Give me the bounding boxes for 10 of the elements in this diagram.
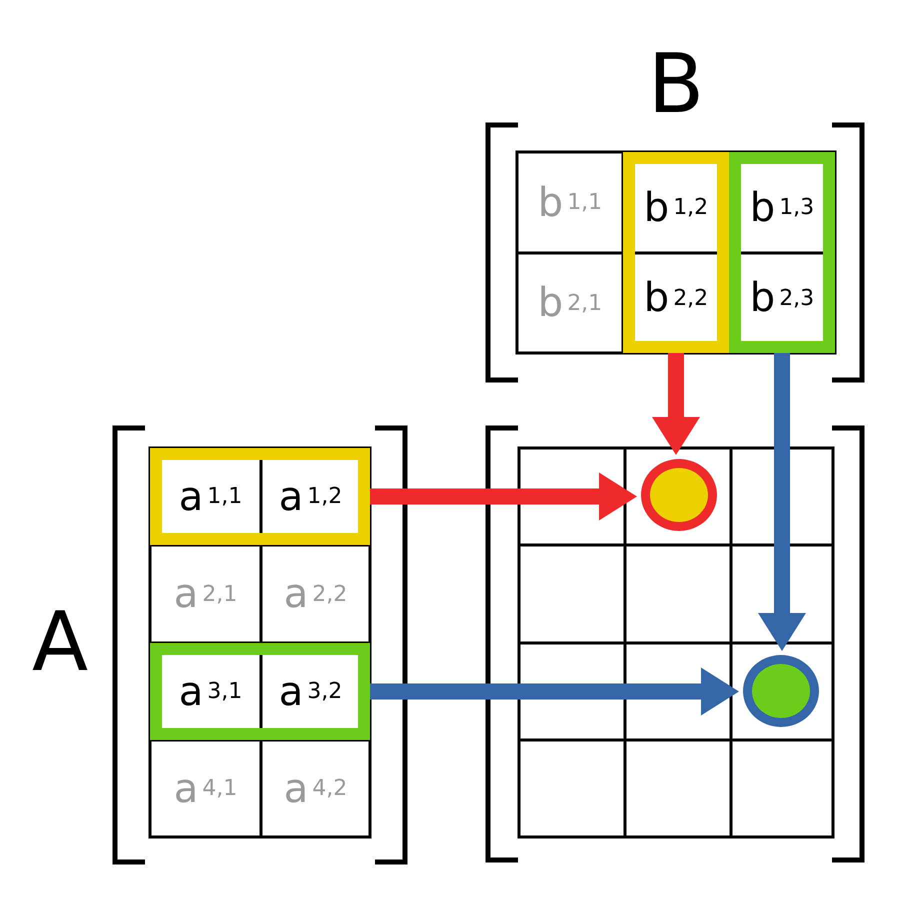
arrow xyxy=(370,472,637,520)
highlight-frame xyxy=(729,152,835,353)
matrix-name: A xyxy=(32,602,88,684)
highlight-frame xyxy=(623,152,729,353)
matrix-name: B xyxy=(648,44,704,126)
arrow xyxy=(652,353,700,455)
highlight-frame xyxy=(150,448,370,545)
highlight-frame xyxy=(150,643,370,740)
arrow xyxy=(758,353,806,651)
arrow xyxy=(370,668,739,716)
